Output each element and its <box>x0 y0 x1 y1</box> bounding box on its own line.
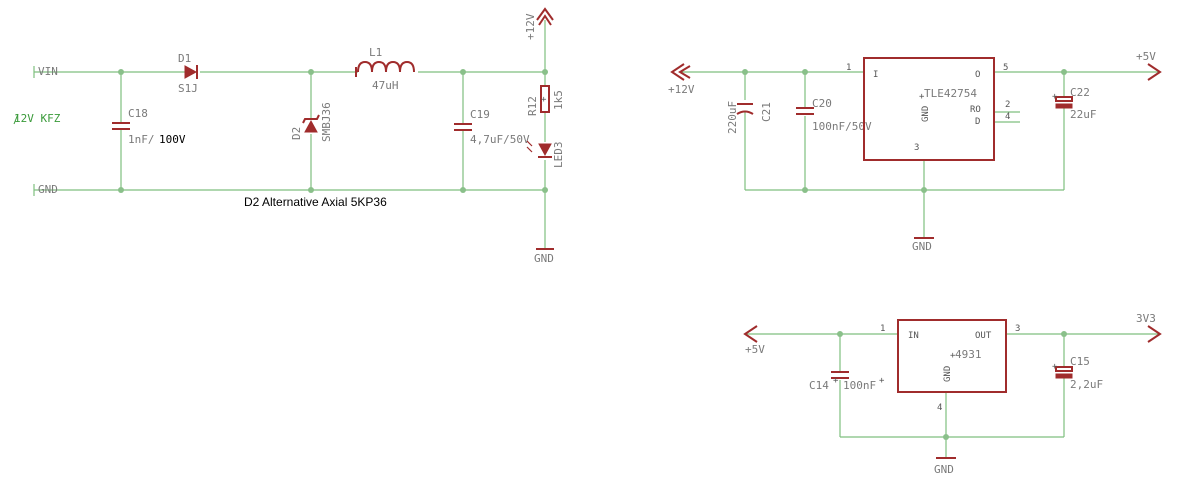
supply-arrow-12v-top <box>536 7 554 26</box>
u1-pin-4-number: 4 <box>1005 112 1010 122</box>
tvs-diode-d2 <box>302 114 320 133</box>
u2-name: 4931 <box>955 348 982 361</box>
supply-arrow-3v3 <box>1147 325 1162 343</box>
supply-arrow-5v-top <box>1147 63 1162 81</box>
net-label-vin: VIN <box>38 65 58 78</box>
d2-alternative-note: D2 Alternative Axial 5KP36 <box>244 195 387 209</box>
plus12-mid-label: +12V <box>668 83 695 96</box>
c19-label: C19 <box>470 108 490 121</box>
u2-pin-1-number: 1 <box>880 324 885 334</box>
c21-label: C21 <box>760 102 773 122</box>
led-led3 <box>526 140 552 158</box>
capacitor-c19 <box>454 123 472 131</box>
c18-label: C18 <box>128 107 148 120</box>
plus5-top-label: +5V <box>1136 50 1156 63</box>
u1-name: TLE42754 <box>924 87 977 100</box>
diode-d1 <box>184 65 198 79</box>
u2-pin-out: OUT <box>975 331 992 341</box>
u2-pin-in: IN <box>908 331 919 341</box>
capacitor-c20 <box>796 107 814 116</box>
c21-value: 220uF <box>726 101 739 134</box>
ic-4931 <box>897 319 1007 393</box>
ic-tle42754 <box>863 57 995 161</box>
svg-text:+: + <box>1052 92 1058 102</box>
c15-value: 2,2uF <box>1070 378 1103 391</box>
net-label-12v-kfz: 12V KFZ <box>14 112 61 125</box>
gnd-u2-label: GND <box>934 463 954 476</box>
c14-label: C14 <box>809 379 829 392</box>
supply-arrow-5v-bottom <box>743 325 758 343</box>
u2-pin-gnd: GND <box>943 366 953 382</box>
c15-label: C15 <box>1070 355 1090 368</box>
c18-value-b: 100V <box>159 133 186 146</box>
capacitor-c14 <box>831 371 849 380</box>
u1-pin-3-number: 3 <box>914 143 919 153</box>
v3v3-label: 3V3 <box>1136 312 1156 325</box>
u1-pin-o: O <box>975 70 980 80</box>
capacitor-c22: + <box>1052 92 1073 109</box>
d2-value: SMBJ36 <box>320 102 333 142</box>
u1-pin-ro: RO <box>970 105 981 115</box>
supply-arrow-12v-mid <box>670 63 691 81</box>
svg-text:+: + <box>919 92 925 102</box>
resistor-r12: + <box>540 85 550 113</box>
svg-text:+: + <box>833 376 839 386</box>
net-label-gnd: GND <box>38 183 58 196</box>
d2-label: D2 <box>290 127 303 140</box>
capacitor-c21 <box>736 100 754 115</box>
r12-value: 1k5 <box>552 90 565 110</box>
svg-text:+: + <box>1052 362 1058 372</box>
l1-value: 47uH <box>372 79 399 92</box>
svg-text:+: + <box>541 95 547 105</box>
c22-label: C22 <box>1070 86 1090 99</box>
u2-pin-4-number: 4 <box>937 403 942 413</box>
c19-value: 4,7uF/50V <box>470 133 530 146</box>
c18-value-a: 1nF/ <box>128 133 155 146</box>
capacitor-c18 <box>112 122 130 130</box>
capacitor-c15: + <box>1052 362 1073 379</box>
inductor-l1 <box>355 60 415 77</box>
c22-value: 22uF <box>1070 108 1097 121</box>
r12-label: R12 <box>526 96 539 116</box>
plus12-top-label: +12V <box>524 13 537 40</box>
d1-label: D1 <box>178 52 191 65</box>
u1-pin-2-number: 2 <box>1005 100 1010 110</box>
u1-pin-i: I <box>873 70 878 80</box>
plus5-bottom-label: +5V <box>745 343 765 356</box>
regulator-3v3-section: +5V C14 + 100nF + 1 IN OUT 3 + 4931 GND … <box>743 312 1162 476</box>
gnd-left-label: GND <box>534 252 554 265</box>
u1-pin-d: D <box>975 117 980 127</box>
d1-value: S1J <box>178 82 198 95</box>
svg-text:+: + <box>950 351 956 361</box>
c20-value: 100nF/50V <box>812 120 872 133</box>
u1-pin-gnd: GND <box>921 106 931 122</box>
led3-label: LED3 <box>552 142 565 169</box>
gnd-u1-label: GND <box>912 240 932 253</box>
l1-label: L1 <box>369 46 382 59</box>
input-section: VIN GND 12V KFZ D1 S1J C18 1nF/ 100V D2 … <box>13 7 565 265</box>
u1-pin-1-number: 1 <box>846 63 851 73</box>
u2-pin-3-number: 3 <box>1015 324 1020 334</box>
u1-pin-5-number: 5 <box>1003 63 1008 73</box>
c20-label: C20 <box>812 97 832 110</box>
c14-value: 100nF <box>843 379 876 392</box>
svg-text:+: + <box>879 376 885 386</box>
regulator-5v-section: +12V 220uF C21 C20 100nF/50V 1 I O 5 TLE… <box>668 50 1162 253</box>
